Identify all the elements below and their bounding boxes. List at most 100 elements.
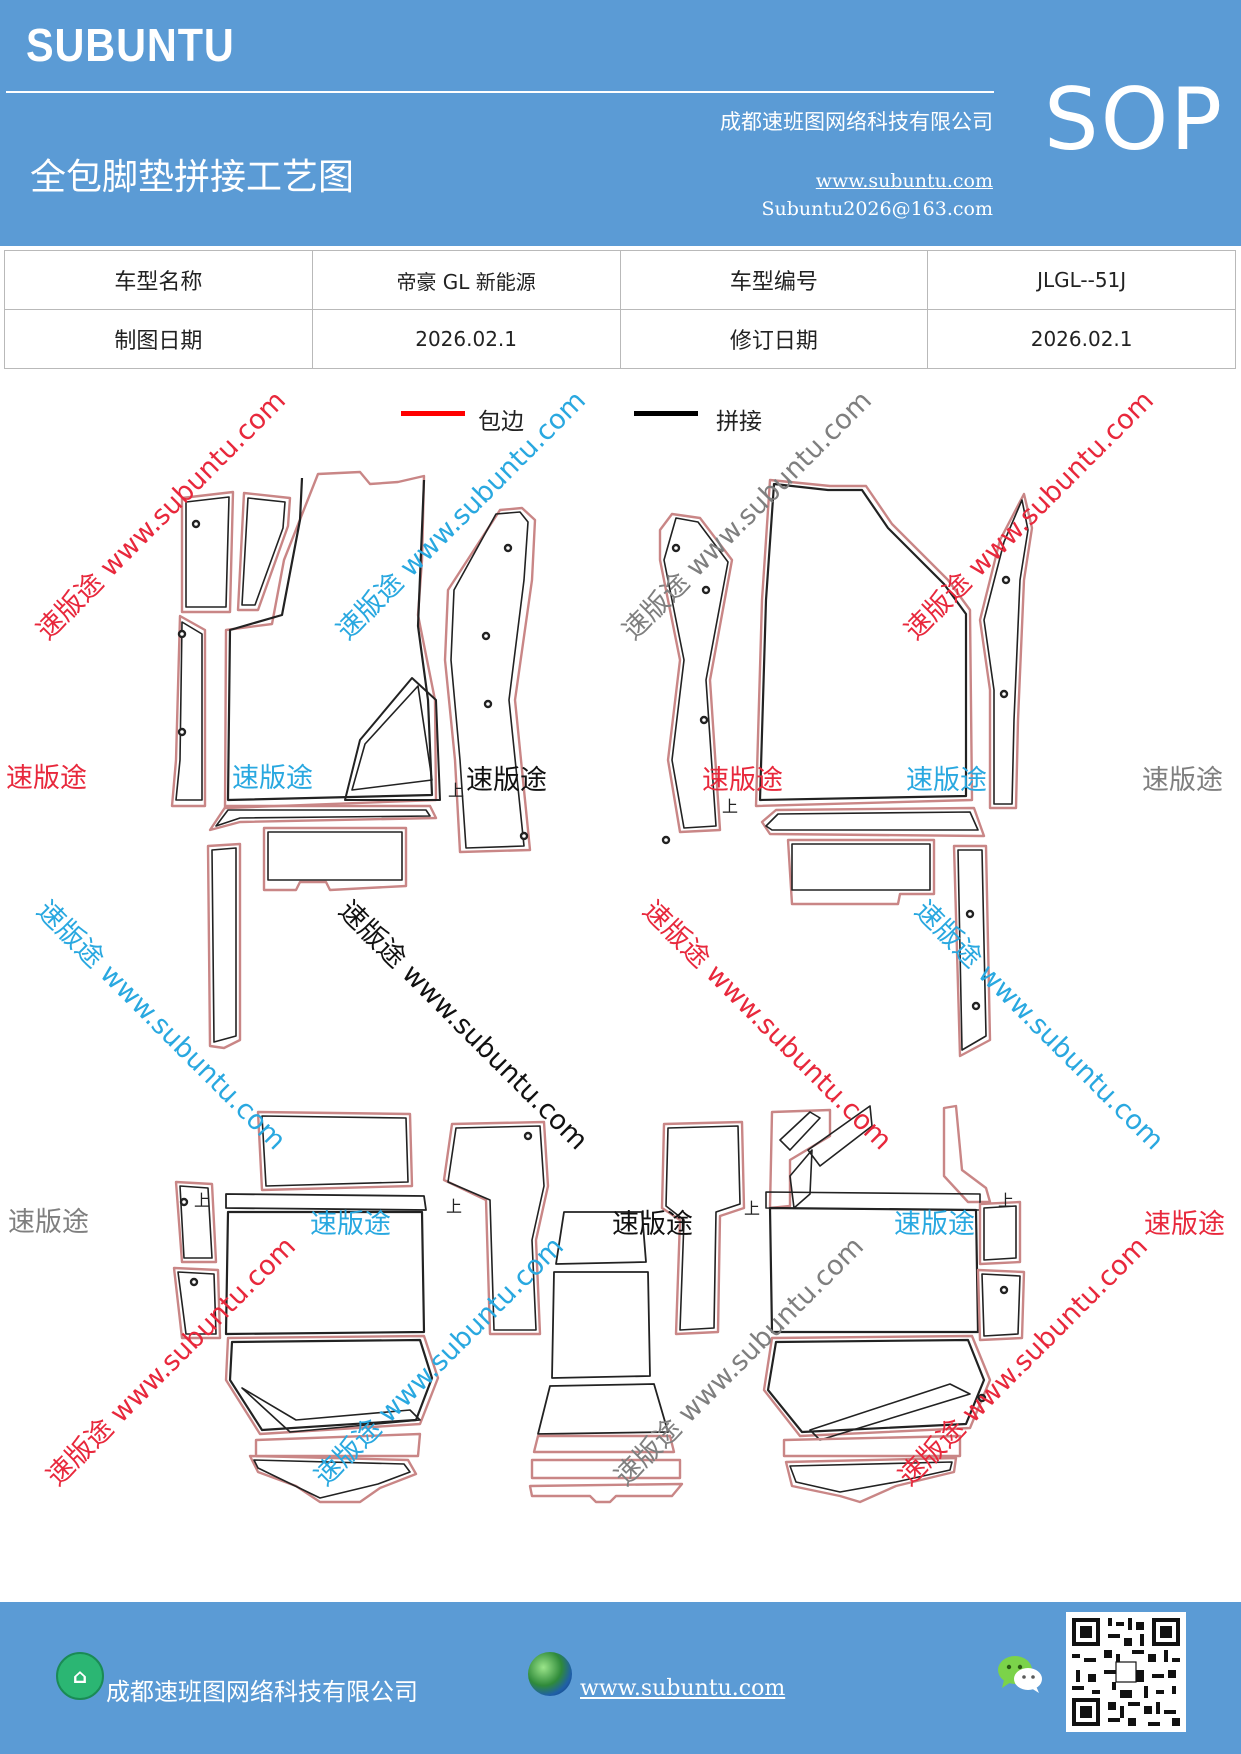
mat-piece	[172, 1266, 222, 1340]
mat-piece	[248, 1454, 418, 1504]
mat-piece	[952, 844, 992, 1058]
up-mark: 上	[446, 1197, 462, 1216]
mat-piece	[665, 1125, 741, 1331]
watermark-brand: 速版途	[894, 1209, 975, 1240]
legend-edge-swatch	[401, 411, 465, 416]
mat-piece	[807, 1105, 873, 1167]
footer-company: 成都速班图网络科技有限公司	[106, 1678, 418, 1706]
mat-piece	[179, 1185, 213, 1259]
mat-piece	[976, 1268, 1026, 1342]
watermark-brand: 速版途	[8, 1207, 89, 1238]
home-badge-icon: ⌂	[56, 1652, 104, 1700]
mat-group-rear-center	[528, 1211, 684, 1504]
mat-piece	[256, 1110, 414, 1192]
mat-piece	[226, 477, 434, 802]
watermark-brand: 速版途	[310, 1209, 391, 1240]
wechat-icon	[998, 1656, 1042, 1693]
qr-code-icon	[1066, 1612, 1186, 1732]
mat-piece	[779, 1111, 821, 1151]
mat-piece	[532, 1434, 676, 1454]
header-company: 成都速班图网络科技有限公司	[720, 110, 993, 134]
mat-piece	[224, 1210, 426, 1336]
mat-piece	[351, 685, 433, 791]
mat-piece	[766, 1338, 986, 1434]
mat-piece	[983, 1205, 1017, 1261]
mat-piece	[344, 677, 441, 801]
watermark-brand: 速版途	[906, 765, 987, 796]
mat-piece	[762, 1334, 992, 1438]
header-website-link[interactable]: www.subuntu.com	[815, 170, 993, 192]
label-revise-date: 修订日期	[619, 309, 929, 369]
mat-piece	[789, 1149, 813, 1209]
mat-piece	[206, 842, 242, 1050]
mat-piece	[262, 826, 408, 892]
up-mark: 上	[722, 797, 738, 816]
label-draw-date: 制图日期	[4, 309, 313, 369]
up-mark: 上	[998, 1191, 1014, 1210]
mat-group-front-right: 上	[658, 478, 1034, 1058]
mat-piece	[180, 490, 235, 614]
mat-piece	[786, 838, 936, 906]
mat-piece	[765, 811, 979, 831]
label-model-name: 车型名称	[4, 250, 313, 310]
page-title: 全包脚垫拼接工艺图	[30, 157, 355, 198]
mat-piece	[225, 1193, 427, 1211]
globe-icon	[528, 1652, 572, 1696]
watermark-brand: 速版途	[1142, 765, 1223, 796]
mat-piece	[660, 1120, 746, 1336]
mat-piece	[170, 614, 207, 808]
mat-piece	[267, 831, 403, 881]
legend-edge-label: 包边	[478, 409, 524, 435]
mat-group-rear-right: 上 上	[660, 1104, 1026, 1504]
mat-piece	[551, 1271, 651, 1379]
mat-piece	[174, 1180, 218, 1264]
mat-piece	[175, 621, 203, 801]
mat-piece	[789, 1461, 953, 1493]
mat-piece	[208, 804, 438, 832]
mat-piece	[758, 482, 968, 802]
mat-piece	[978, 492, 1034, 810]
mat-group-rear-left: 上 上	[172, 1110, 550, 1504]
mat-piece	[241, 1387, 421, 1433]
mat-piece	[241, 497, 286, 606]
mat-piece	[443, 506, 537, 854]
mat-piece	[942, 1104, 992, 1204]
mat-piece	[784, 1456, 958, 1504]
mat-piece	[254, 1432, 422, 1458]
mat-piece	[236, 491, 292, 612]
sop-badge: SOP	[1044, 70, 1225, 170]
mat-piece	[983, 499, 1029, 805]
mat-piece	[760, 806, 986, 838]
mat-piece	[177, 1271, 217, 1335]
mat-piece	[978, 1200, 1022, 1266]
mat-piece	[211, 847, 237, 1043]
mat-piece	[809, 1383, 971, 1441]
mat-piece	[555, 1211, 647, 1265]
mat-piece	[791, 843, 931, 891]
header-divider	[6, 91, 994, 93]
watermark-brand: 速版途	[466, 765, 547, 796]
watermark-brand: 速版途	[612, 1209, 693, 1240]
mat-piece	[253, 1459, 411, 1499]
mat-piece	[658, 512, 734, 834]
mat-piece	[663, 517, 729, 829]
mat-piece	[754, 478, 974, 808]
legend-join-label: 拼接	[716, 409, 762, 435]
watermark-brand: 速版途	[702, 765, 783, 796]
floor-mat-layout-drawing: 上 上	[170, 470, 1034, 1504]
mat-piece	[528, 1482, 684, 1504]
up-mark: 上	[194, 1191, 210, 1210]
watermark-brand: 速版途	[6, 763, 87, 794]
mat-piece	[981, 1273, 1021, 1337]
up-mark: 上	[448, 781, 464, 800]
header-email: Subuntu2026@163.com	[761, 198, 993, 220]
watermark-brand: 速版途	[1144, 1209, 1225, 1240]
value-model-code: JLGL--51J	[927, 250, 1236, 310]
mat-piece	[537, 1383, 669, 1435]
value-model-name: 帝豪 GL 新能源	[311, 250, 621, 310]
legend-join-swatch	[634, 411, 698, 416]
mat-piece	[261, 1115, 409, 1187]
mat-piece	[782, 1434, 962, 1458]
mat-piece	[450, 511, 529, 849]
footer-website-link[interactable]: www.subuntu.com	[580, 1676, 786, 1701]
